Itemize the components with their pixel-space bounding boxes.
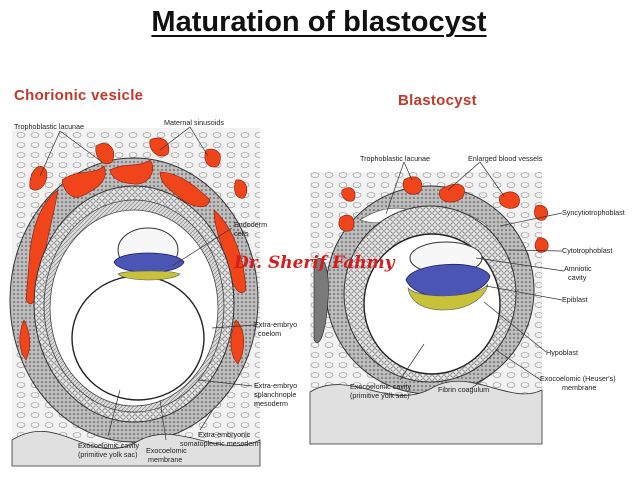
label-exocoelomic-cavity-right-1: Exocoelomic cavity	[350, 382, 412, 391]
uterine-epithelium-right	[309, 380, 543, 445]
label-endoderm-cells-1: Endoderm	[234, 220, 267, 229]
blastocyst-heading: Blastocyst	[398, 92, 477, 109]
label-enlarged-blood-vessels: Enlarged blood vessels	[468, 154, 543, 163]
label-exocoelomic-membrane-left-2: membrane	[148, 455, 182, 464]
label-somatopleuric-2: somatopleuric mesoderm	[180, 439, 261, 448]
label-amniotic-cavity-2: cavity	[568, 273, 587, 282]
label-trophoblastic-lacunae-left: Trophoblastic lacunae	[14, 122, 84, 131]
epiblast-layer	[113, 252, 185, 273]
label-exocoelomic-membrane-left-1: Exocoelomic	[146, 446, 187, 455]
maternal-sinusoid	[29, 166, 48, 191]
label-exocoelomic-cavity-left-1: Exocoelomic cavity	[78, 441, 140, 450]
exocoelomic-cavity	[71, 275, 205, 401]
label-somatopleuric-1: Extra-embryonic	[198, 430, 251, 439]
label-hypoblast: Hypoblast	[546, 348, 578, 357]
uterine-gland-dark	[313, 258, 329, 343]
hypoblast-layer	[117, 270, 181, 281]
label-fibrin-coagulum: Fibrin coagulum	[438, 385, 489, 394]
label-exocoelomic-membrane-right-1: Exocoelomic (Heuser's)	[540, 374, 616, 383]
label-splanchnopleuric-3: mesoderm	[254, 399, 288, 408]
blood-vessel	[341, 187, 356, 202]
label-exocoelomic-cavity-left-2: (primitive yolk sac)	[78, 450, 138, 459]
blood-vessel	[439, 183, 465, 203]
uterine-epithelium	[11, 430, 261, 467]
label-maternal-sinusoids: Maternal sinusoids	[164, 118, 224, 127]
chorionic-vesicle-diagram: Trophoblastic lacunae Maternal sinusoids…	[9, 118, 297, 467]
slide-title: Maturation of blastocyst	[151, 6, 487, 38]
label-cytotrophoblast: Cytotrophoblast	[562, 246, 612, 255]
label-exocoelomic-cavity-right-2: (primitive yolk sac)	[350, 391, 410, 400]
lacuna	[230, 319, 245, 365]
label-exocoelomic-membrane-right-2: membrane	[562, 383, 596, 392]
lacuna	[19, 319, 30, 361]
label-epiblast: Epiblast	[562, 295, 588, 304]
label-amniotic-cavity-1: Amniotic	[564, 264, 592, 273]
maternal-sinusoid	[204, 148, 221, 168]
blood-vessel	[534, 237, 549, 253]
label-extraembryonic-coelom-2: coelom	[258, 329, 281, 338]
right-leader-lines	[385, 161, 565, 390]
hypoblast-layer-right	[407, 283, 489, 311]
blood-vessel	[338, 214, 355, 232]
label-extraembryonic-coelom-1: Extra-embryo	[254, 320, 297, 329]
lacuna	[213, 209, 247, 293]
chorionic-vesicle-heading: Chorionic vesicle	[14, 87, 144, 104]
label-syncytiotrophoblast: Syncytiotrophoblast	[562, 208, 625, 217]
maternal-sinusoid	[234, 179, 248, 199]
maternal-sinusoid	[95, 143, 115, 165]
blood-vessel	[402, 176, 423, 195]
label-trophoblastic-lacunae-right: Trophoblastic lacunae	[360, 154, 430, 163]
lacuna	[159, 171, 211, 208]
lacuna	[109, 159, 154, 185]
watermark-signature: Dr. Sherif Fahmy	[233, 253, 396, 273]
label-endoderm-cells-2: cells	[234, 229, 249, 238]
blastocyst-diagram: Trophoblastic lacunae Enlarged blood ves…	[309, 154, 625, 445]
left-leader-lines	[39, 126, 255, 441]
lacuna	[25, 189, 59, 305]
label-splanchnopleuric-2: splanchnople	[254, 390, 296, 399]
maternal-sinusoid	[149, 137, 170, 157]
lacuna	[61, 165, 106, 198]
blood-vessel	[499, 191, 520, 209]
label-splanchnopleuric-1: Extra-embryo	[254, 381, 297, 390]
